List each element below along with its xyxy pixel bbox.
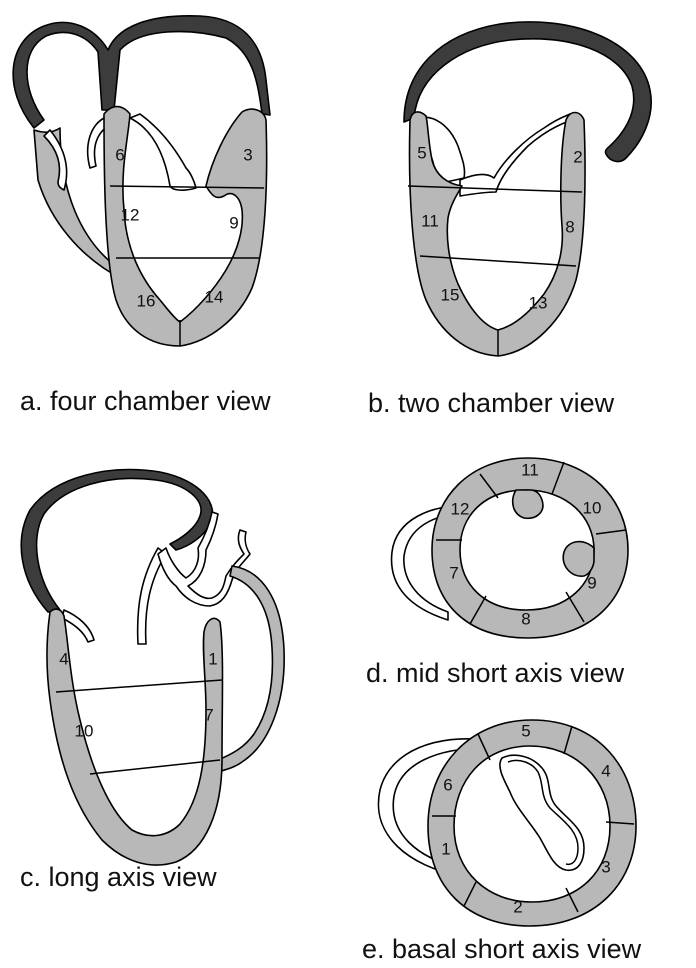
segment-label-9: 9 — [229, 213, 238, 232]
four-chamber-ventricle-myocardium — [104, 107, 267, 347]
segment-label-10-mid: 10 — [583, 498, 602, 517]
segment-label-6: 6 — [115, 145, 124, 164]
long-axis-line-mid — [90, 760, 220, 774]
segment-label-12: 12 — [121, 205, 140, 224]
segment-label-2: 2 — [573, 147, 582, 166]
segment-label-8-mid: 8 — [521, 609, 530, 628]
segment-label-14: 14 — [205, 287, 224, 306]
segment-label-4: 4 — [59, 649, 68, 668]
basal-short-axis-view: 5 4 6 1 3 2 e. basal short axis view — [362, 720, 642, 964]
segment-label-3-basal: 3 — [601, 857, 610, 876]
segment-label-10: 10 — [75, 721, 94, 740]
segment-label-11-mid: 11 — [521, 460, 539, 479]
four-chamber-view: 6 3 12 9 16 14 a. four chamber view — [13, 16, 271, 416]
two-chamber-leaflet-right — [460, 114, 572, 196]
long-axis-view: 1 4 7 10 c. long axis view — [20, 470, 284, 892]
two-chamber-view: 5 2 11 8 15 13 b. two chamber view — [368, 22, 651, 418]
mid-short-axis-view: 11 10 12 7 9 8 d. mid short axis view — [366, 458, 628, 688]
caption-long-axis: c. long axis view — [20, 862, 217, 892]
segment-label-13: 13 — [529, 293, 548, 312]
mid-short-axis-papillary-anterior — [513, 490, 543, 518]
segment-label-8: 8 — [565, 217, 574, 236]
segment-label-12-mid: 12 — [451, 499, 470, 518]
segment-label-16: 16 — [137, 291, 156, 310]
segment-label-5-basal: 5 — [521, 721, 530, 740]
caption-two-chamber: b. two chamber view — [368, 388, 615, 418]
four-chamber-atria — [13, 16, 270, 128]
segment-label-3: 3 — [243, 145, 252, 164]
segment-label-4-basal: 4 — [601, 761, 610, 780]
long-axis-aortic-wall — [218, 566, 284, 772]
basal-short-axis-mitral-valve — [500, 755, 584, 870]
segment-label-7-mid: 7 — [449, 563, 458, 582]
segment-label-9-mid: 9 — [587, 573, 596, 592]
long-axis-myocardium — [47, 609, 223, 865]
four-chamber-mitral-leaflet-right — [130, 114, 196, 190]
caption-mid-short-axis: d. mid short axis view — [366, 658, 625, 688]
segment-label-2-basal: 2 — [513, 897, 522, 916]
mid-short-axis-papillary-posterior — [563, 542, 594, 577]
segment-label-1: 1 — [208, 649, 217, 668]
segment-label-1-basal: 1 — [441, 839, 450, 858]
long-axis-line-basal — [56, 680, 222, 692]
segment-label-5: 5 — [417, 143, 426, 162]
caption-four-chamber: a. four chamber view — [20, 386, 271, 416]
segment-label-7: 7 — [204, 705, 213, 724]
caption-basal-short-axis: e. basal short axis view — [362, 934, 642, 964]
segment-label-6-basal: 6 — [443, 775, 452, 794]
segment-label-15: 15 — [441, 285, 460, 304]
segment-label-11: 11 — [421, 211, 439, 230]
